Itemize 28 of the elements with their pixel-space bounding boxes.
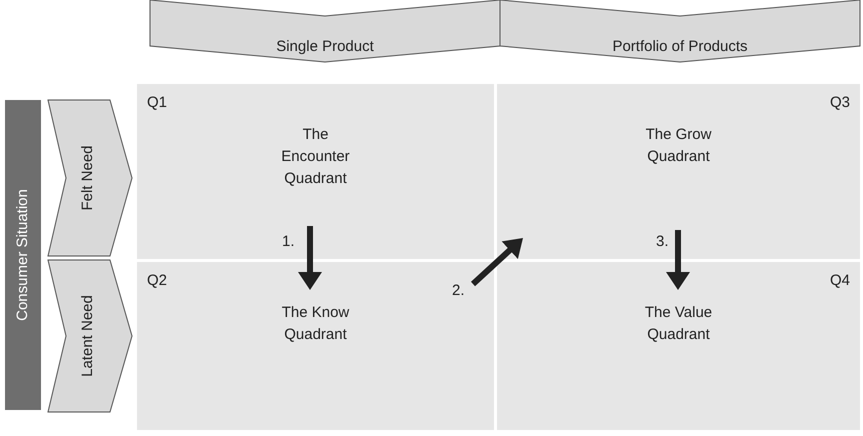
column-header-text: Single Product [275, 37, 375, 57]
row-header-text: Felt Need [78, 144, 97, 213]
quadrant-panel [497, 84, 860, 259]
quadrant-title: The Value Quadrant [644, 303, 714, 345]
arrow [470, 238, 523, 286]
arrow [666, 230, 690, 290]
column-header [150, 0, 500, 62]
quadrant-title: The Know Quadrant [280, 303, 350, 345]
quadrant-panel [137, 262, 494, 430]
axis-title: Consumer Situation [13, 188, 32, 323]
edge-label: 1. [282, 233, 295, 250]
column-header-text: Portfolio of Products [611, 37, 749, 57]
quadrant-panel [497, 262, 860, 430]
quadrant-number: Q3 [830, 93, 850, 113]
edge-label: 3. [656, 233, 669, 250]
quadrant-number: Q4 [830, 271, 850, 291]
row-header-text: Latent Need [78, 294, 97, 379]
row-axis-bar [5, 100, 41, 410]
quadrant-panel [137, 84, 494, 259]
column-header [500, 0, 860, 62]
quadrant-title: The Grow Quadrant [644, 125, 712, 167]
quadrant-number: Q1 [147, 93, 168, 113]
arrow [298, 226, 322, 290]
row-header [48, 100, 132, 256]
row-header [48, 260, 132, 412]
quadrant-number: Q2 [147, 271, 168, 291]
quadrant-title: The Encounter Quadrant [280, 125, 351, 189]
edge-label: 2. [452, 282, 465, 299]
